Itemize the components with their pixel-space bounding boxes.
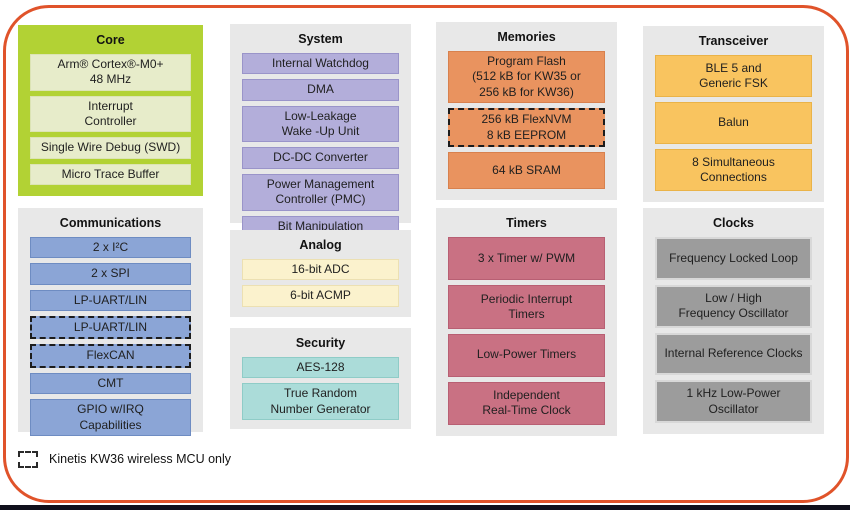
section-communications: Communications 2 x I²C 2 x SPI LP-UART/LIN… [18, 208, 203, 436]
block-item: Interrupt Controller [30, 95, 191, 133]
block-item: True Random Number Generator [242, 383, 399, 421]
block-item: 64 kB SRAM [448, 152, 605, 190]
block-item: 3 x Timer w/ PWM [448, 237, 605, 281]
section-items: BLE 5 and Generic FSK Balun 8 Simultaneous… [655, 55, 812, 191]
block-item: 256 kB FlexNVM 8 kB EEPROM [448, 108, 605, 148]
block-item: Single Wire Debug (SWD) [30, 137, 191, 159]
block-item: Frequency Locked Loop [655, 237, 812, 280]
section-title: Security [295, 336, 346, 350]
block-item: 1 kHz Low-Power Oscillator [655, 380, 812, 423]
legend-label: Kinetis KW36 wireless MCU only [49, 452, 231, 466]
bottom-edge-divider [0, 505, 850, 510]
block-item: Arm® Cortex®-M0+ 48 MHz [30, 54, 191, 91]
block-item: LP-UART/LIN [30, 289, 191, 312]
dashed-outline-icon [18, 450, 38, 468]
block-item: 8 Simultaneous Connections [655, 149, 812, 191]
block-item: GPIO w/IRQ Capabilities [30, 399, 191, 436]
section-transceiver: Transceiver BLE 5 and Generic FSK Balun 8 … [643, 26, 824, 202]
section-title: Transceiver [698, 34, 769, 48]
section-analog: Analog 16-bit ADC 6-bit ACMP [230, 230, 411, 317]
section-title: System [298, 32, 343, 46]
block-item: 2 x SPI [30, 263, 191, 285]
block-item: Independent Real-Time Clock [448, 381, 605, 425]
block-item: DMA [242, 79, 399, 101]
block-item: Low-Leakage Wake -Up Unit [242, 105, 399, 143]
block-item: Internal Reference Clocks [655, 332, 812, 376]
block-item: Power Management Controller (PMC) [242, 173, 399, 211]
block-item: Periodic Interrupt Timers [448, 285, 605, 329]
section-title: Core [96, 33, 125, 47]
block-item: LP-UART/LIN [30, 316, 191, 340]
block-item: AES-128 [242, 357, 399, 379]
block-item: Balun [655, 102, 812, 144]
block-item: Low-Power Timers [448, 333, 605, 377]
section-items: 2 x I²C 2 x SPI LP-UART/LIN LP-UART/LIN Flex… [30, 237, 191, 436]
block-item: FlexCAN [30, 344, 191, 368]
section-title: Analog [299, 238, 342, 252]
block-item: BLE 5 and Generic FSK [655, 55, 812, 97]
block-item: 16-bit ADC [242, 259, 399, 281]
section-memories: Memories Program Flash (512 kB for KW35 … [436, 22, 617, 200]
section-title: Clocks [713, 216, 754, 230]
block-item: 6-bit ACMP [242, 285, 399, 307]
block-item: DC-DC Converter [242, 147, 399, 169]
block-item: Micro Trace Buffer [30, 163, 191, 186]
section-title: Timers [506, 216, 547, 230]
block-item: 2 x I²C [30, 237, 191, 259]
block-item: Low / High Frequency Oscillator [655, 284, 812, 328]
block-item: Internal Watchdog [242, 53, 399, 75]
section-title: Communications [59, 216, 162, 230]
section-items: Program Flash (512 kB for KW35 or 256 kB… [448, 51, 605, 190]
block-item: Program Flash (512 kB for KW35 or 256 kB… [448, 51, 605, 104]
block-item: CMT [30, 372, 191, 395]
section-title: Memories [497, 30, 556, 44]
section-items: 16-bit ADC 6-bit ACMP [242, 259, 399, 307]
legend: Kinetis KW36 wireless MCU only [18, 448, 231, 470]
